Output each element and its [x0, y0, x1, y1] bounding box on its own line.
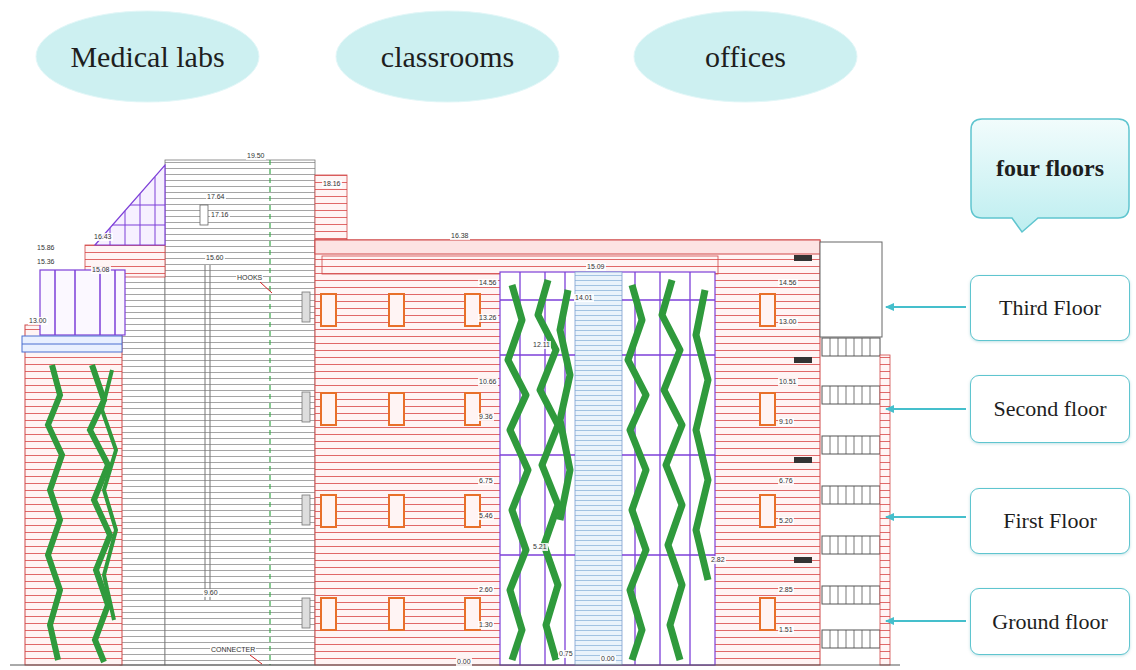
part-name: CONNECTER	[210, 646, 256, 654]
node-label: offices	[705, 40, 786, 74]
level-mark: 15.09	[586, 263, 606, 271]
level-mark: 15.36	[36, 258, 56, 266]
node-label: Third Floor	[999, 295, 1101, 321]
level-mark: 13.00	[28, 317, 48, 325]
level-mark: 14.56	[778, 279, 798, 287]
text-group: four floors	[996, 155, 1104, 182]
floor-box: Third Floor	[970, 275, 1130, 341]
level-mark: 16.43	[93, 233, 113, 241]
callout-box: four floors	[970, 118, 1130, 234]
level-mark: 9.10	[778, 418, 794, 426]
level-mark: 15.86	[36, 244, 56, 252]
level-mark: 15.60	[205, 254, 225, 262]
level-mark: 5.20	[778, 517, 794, 525]
level-mark: 19.50	[246, 152, 266, 160]
node-label: Second floor	[993, 396, 1106, 422]
level-mark: 5.46	[478, 512, 494, 520]
text-group: Second floor	[993, 396, 1106, 422]
level-mark: 14.01	[574, 294, 594, 302]
zone-ellipse: Medical labs	[35, 10, 260, 103]
level-mark: 2.85	[778, 586, 794, 594]
level-mark: 9.36	[478, 413, 494, 421]
text-group: classrooms	[381, 40, 514, 74]
level-mark: 1.51	[778, 626, 794, 634]
floor-box: Ground floor	[970, 588, 1130, 655]
level-mark: 13.00	[778, 318, 798, 326]
node-label: First Floor	[1003, 508, 1097, 534]
level-mark: 15.08	[91, 266, 111, 274]
level-mark: 18.16	[322, 180, 342, 188]
level-mark: 10.66	[478, 378, 498, 386]
level-mark: 2.60	[478, 586, 494, 594]
node-label: four floors	[996, 155, 1104, 182]
text-group: Medical labs	[70, 40, 224, 74]
level-mark: 13.26	[478, 314, 498, 322]
level-mark: 1.30	[478, 621, 494, 629]
level-mark: 6.76	[778, 477, 794, 485]
level-mark: 16.38	[450, 232, 470, 240]
level-mark: 0.00	[600, 655, 616, 663]
level-mark: 6.75	[478, 477, 494, 485]
level-mark: 12.11	[532, 341, 551, 349]
level-mark: 17.16	[210, 211, 230, 219]
text-group: offices	[705, 40, 786, 74]
level-mark: 17.64	[206, 193, 226, 201]
floor-box: Second floor	[970, 375, 1130, 443]
text-group: Ground floor	[992, 609, 1107, 635]
part-name: HOOKS	[236, 274, 263, 282]
level-mark: 10.51	[778, 378, 798, 386]
node-label: Medical labs	[70, 40, 224, 74]
text-group: Third Floor	[999, 295, 1101, 321]
level-mark: 2.82	[710, 556, 726, 564]
node-label: classrooms	[381, 40, 514, 74]
level-mark: 5.21	[532, 543, 548, 551]
level-mark: 9.60	[203, 589, 219, 597]
level-mark: 14.56	[478, 279, 498, 287]
node-label: Ground floor	[992, 609, 1107, 635]
level-mark: 0.00	[456, 658, 472, 666]
level-mark: 0.75	[558, 650, 574, 658]
zone-ellipse: offices	[633, 10, 858, 103]
zone-ellipse: classrooms	[335, 10, 560, 103]
floor-box: First Floor	[970, 488, 1130, 554]
text-group: First Floor	[1003, 508, 1097, 534]
